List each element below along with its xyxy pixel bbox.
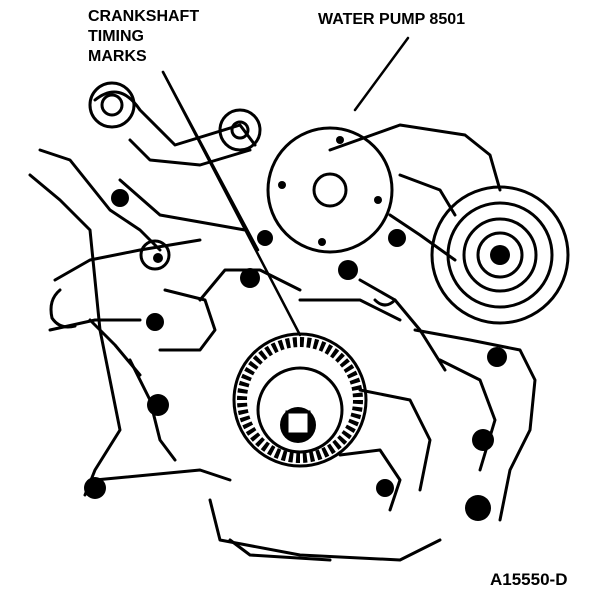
engine-block-outline: [28, 90, 537, 562]
tensioner-pulley: [430, 185, 570, 325]
crankshaft-label-line3: MARKS: [88, 48, 147, 65]
crankshaft-label-line2: TIMING: [88, 28, 144, 45]
crankshaft-label-line1: CRANKSHAFT: [88, 8, 199, 25]
bolt-heads: [84, 189, 507, 521]
crankshaft-leader-lower: [161, 70, 302, 337]
water-pump-pulley: [266, 126, 394, 254]
figure-id-label: A15550-D: [490, 570, 568, 589]
water-pump-label: WATER PUMP 8501: [318, 11, 465, 28]
idler-pulley: [88, 81, 262, 271]
leader-lines: [161, 36, 410, 337]
water-pump-leader: [353, 36, 410, 112]
crankshaft-sprocket: [232, 332, 368, 468]
